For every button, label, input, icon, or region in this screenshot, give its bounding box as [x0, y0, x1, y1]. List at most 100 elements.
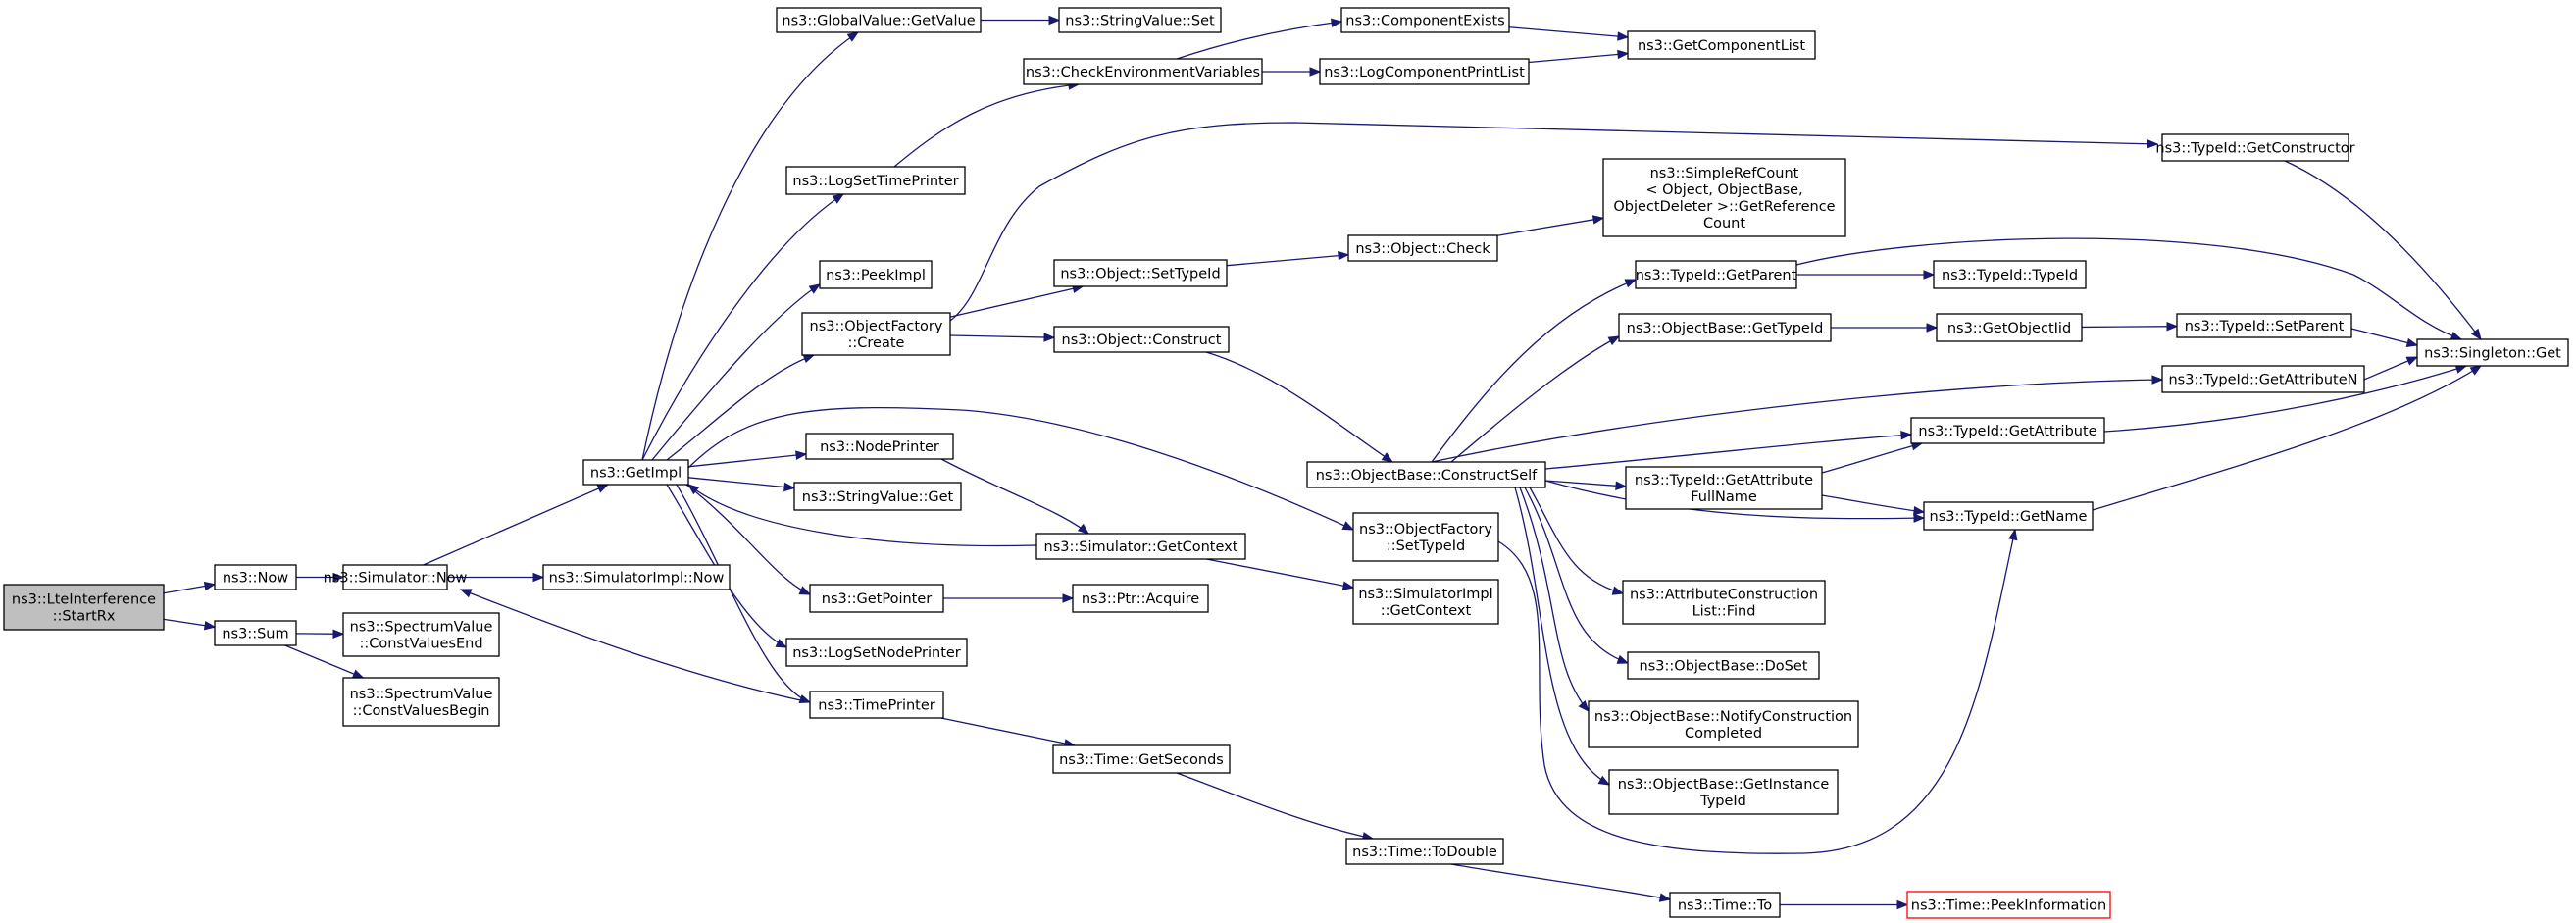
node-tid_getparent[interactable]: ns3::TypeId::GetParent — [1635, 260, 1797, 289]
node-ptr_acquire[interactable]: ns3::Ptr::Acquire — [1072, 584, 1209, 613]
node-box[interactable] — [809, 584, 944, 613]
node-ob_constructself[interactable]: ns3::ObjectBase::ConstructSelf — [1306, 461, 1546, 488]
node-simimpl_getcontext[interactable]: ns3::SimulatorImpl::GetContext — [1352, 579, 1499, 625]
node-obj_check[interactable]: ns3::Object::Check — [1347, 234, 1498, 262]
node-compexists[interactable]: ns3::ComponentExists — [1340, 7, 1510, 33]
node-sim_getcontext[interactable]: ns3::Simulator::GetContext — [1035, 533, 1246, 560]
node-logsetnode[interactable]: ns3::LogSetNodePrinter — [785, 638, 968, 667]
node-box[interactable] — [785, 166, 966, 195]
node-box[interactable] — [1588, 700, 1859, 748]
node-sv_set[interactable]: ns3::StringValue::Set — [1058, 7, 1222, 33]
node-box[interactable] — [1072, 584, 1209, 613]
node-box[interactable] — [809, 691, 944, 719]
node-tid_getattribute[interactable]: ns3::TypeId::GetAttribute — [1910, 417, 2105, 444]
node-obj_construct[interactable]: ns3::Object::Construct — [1053, 326, 1230, 353]
node-peekimpl[interactable]: ns3::PeekImpl — [819, 260, 933, 289]
node-box[interactable] — [1608, 769, 1839, 815]
node-box[interactable] — [1602, 158, 1846, 237]
node-time_peekinfo[interactable]: ns3::Time::PeekInformation — [1906, 891, 2111, 919]
node-cv_end[interactable]: ns3::SpectrumValue::ConstValuesEnd — [342, 612, 500, 657]
node-startrx[interactable]: ns3::LteInterference::StartRx — [3, 584, 165, 631]
node-logsettime[interactable]: ns3::LogSetTimePrinter — [785, 166, 966, 195]
node-box[interactable] — [793, 482, 962, 511]
node-box[interactable] — [1906, 891, 2111, 919]
node-box[interactable] — [3, 584, 165, 631]
node-box[interactable] — [1910, 417, 2105, 444]
node-box[interactable] — [582, 459, 689, 486]
node-sim_now[interactable]: ns3::Simulator::Now — [324, 564, 468, 590]
node-timeprinter[interactable]: ns3::TimePrinter — [809, 691, 944, 719]
node-obj_settypeid[interactable]: ns3::Object::SetTypeId — [1053, 259, 1228, 287]
node-logcompprint[interactable]: ns3::LogComponentPrintList — [1319, 58, 1530, 85]
node-box[interactable] — [342, 564, 448, 590]
node-tid_getattributen[interactable]: ns3::TypeId::GetAttributeN — [2161, 365, 2365, 393]
node-box[interactable] — [1627, 651, 1820, 680]
node-box[interactable] — [801, 312, 951, 356]
node-box[interactable] — [2416, 338, 2569, 367]
node-box[interactable] — [1936, 313, 2083, 342]
node-simplerefcount[interactable]: ns3::SimpleRefCount< Object, ObjectBase,… — [1602, 158, 1846, 237]
node-box[interactable] — [214, 620, 297, 646]
node-ob_doset[interactable]: ns3::ObjectBase::DoSet — [1627, 651, 1820, 680]
node-now[interactable]: ns3::Now — [214, 564, 297, 590]
node-box[interactable] — [1052, 744, 1231, 774]
node-singleton_get[interactable]: ns3::Singleton::Get — [2416, 338, 2569, 367]
node-box[interactable] — [776, 7, 982, 33]
node-box[interactable] — [1352, 579, 1499, 625]
node-box[interactable] — [2161, 365, 2365, 393]
node-box[interactable] — [1053, 259, 1228, 287]
node-time_to[interactable]: ns3::Time::To — [1669, 892, 1781, 918]
node-box[interactable] — [1923, 501, 2094, 531]
node-box[interactable] — [542, 564, 731, 590]
node-time_getseconds[interactable]: ns3::Time::GetSeconds — [1052, 744, 1231, 774]
node-box[interactable] — [1053, 326, 1230, 353]
node-box[interactable] — [1319, 58, 1530, 85]
node-box[interactable] — [1625, 466, 1823, 510]
node-of_settypeid[interactable]: ns3::ObjectFactory::SetTypeId — [1352, 512, 1499, 562]
node-ob_notify[interactable]: ns3::ObjectBase::NotifyConstructionCompl… — [1588, 700, 1859, 748]
node-box[interactable] — [1635, 260, 1797, 289]
node-box[interactable] — [785, 638, 968, 667]
node-box[interactable] — [805, 433, 954, 460]
node-box[interactable] — [1933, 260, 2087, 289]
node-time_todouble[interactable]: ns3::Time::ToDouble — [1345, 838, 1504, 865]
node-nodeprinter[interactable]: ns3::NodePrinter — [805, 433, 954, 460]
node-tid_getconstructor[interactable]: ns3::TypeId::GetConstructor — [2155, 133, 2355, 162]
node-box[interactable] — [819, 260, 933, 289]
node-box[interactable] — [1058, 7, 1222, 33]
node-box[interactable] — [342, 612, 500, 657]
node-gv_getvalue[interactable]: ns3::GlobalValue::GetValue — [776, 7, 982, 33]
node-cv_begin[interactable]: ns3::SpectrumValue::ConstValuesBegin — [342, 677, 500, 727]
node-tid_getname[interactable]: ns3::TypeId::GetName — [1923, 501, 2094, 531]
node-getimpl[interactable]: ns3::GetImpl — [582, 459, 689, 486]
node-box[interactable] — [1627, 30, 1816, 60]
node-tid_typeid[interactable]: ns3::TypeId::TypeId — [1933, 260, 2087, 289]
node-box[interactable] — [214, 564, 297, 590]
node-getobjectiid[interactable]: ns3::GetObjectIid — [1936, 313, 2083, 342]
node-box[interactable] — [1345, 838, 1504, 865]
node-box[interactable] — [2161, 133, 2349, 162]
node-box[interactable] — [1306, 461, 1546, 488]
node-sv_get[interactable]: ns3::StringValue::Get — [793, 482, 962, 511]
node-ob_gettypeid[interactable]: ns3::ObjectBase::GetTypeId — [1618, 313, 1832, 342]
node-sum[interactable]: ns3::Sum — [214, 620, 297, 646]
node-tid_setparent[interactable]: ns3::TypeId::SetParent — [2176, 313, 2352, 338]
node-box[interactable] — [1352, 512, 1499, 562]
node-box[interactable] — [1340, 7, 1510, 33]
node-box[interactable] — [1622, 580, 1826, 625]
node-box[interactable] — [1618, 313, 1832, 342]
node-of_create[interactable]: ns3::ObjectFactory::Create — [801, 312, 951, 356]
node-box[interactable] — [1347, 234, 1498, 262]
node-checkenv[interactable]: ns3::CheckEnvironmentVariables — [1023, 58, 1263, 85]
node-box[interactable] — [1669, 892, 1781, 918]
node-box[interactable] — [1023, 58, 1263, 85]
node-box[interactable] — [2176, 313, 2352, 338]
node-getpointer[interactable]: ns3::GetPointer — [809, 584, 944, 613]
node-getcomplist[interactable]: ns3::GetComponentList — [1627, 30, 1816, 60]
node-box[interactable] — [342, 677, 500, 727]
node-box[interactable] — [1035, 533, 1246, 560]
node-simimpl_now[interactable]: ns3::SimulatorImpl::Now — [542, 564, 731, 590]
